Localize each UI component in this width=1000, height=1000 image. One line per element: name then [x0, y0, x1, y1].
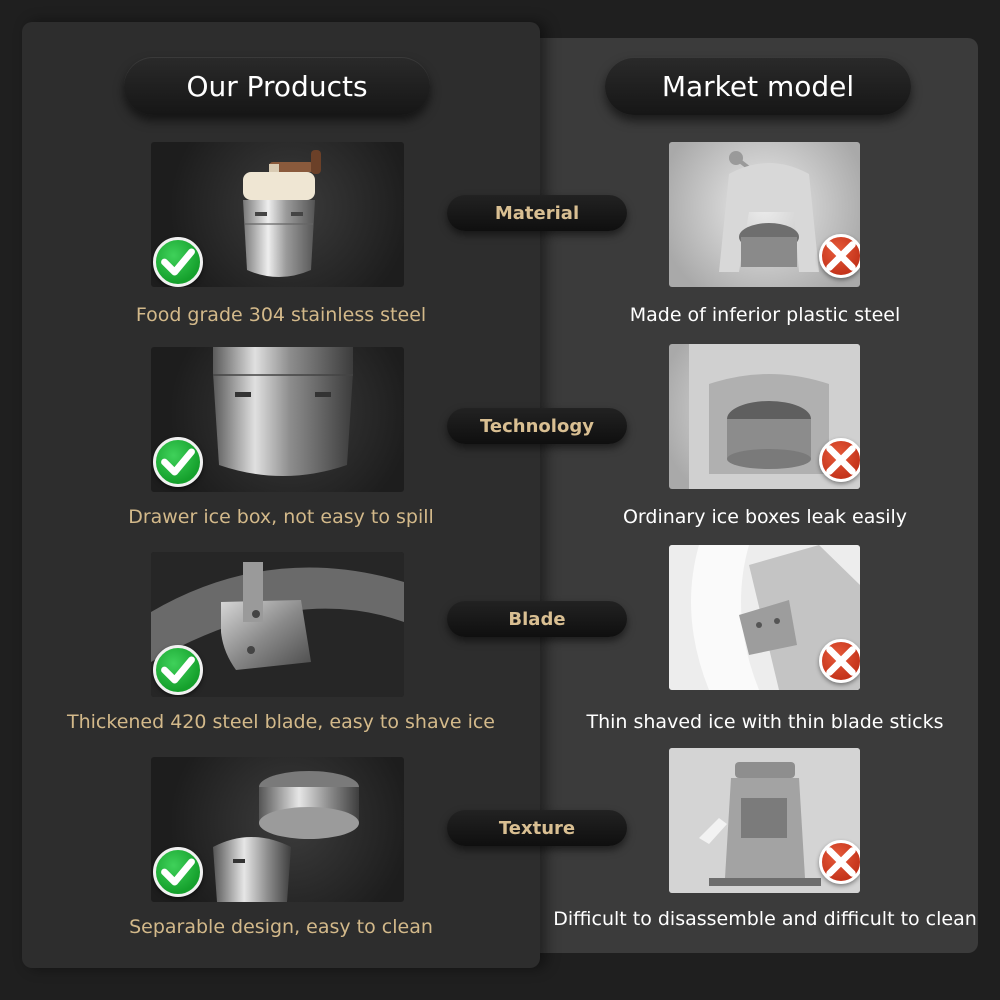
- market-caption-texture: Difficult to disassemble and difficult t…: [553, 908, 977, 930]
- feature-pill-blade: Blade: [447, 601, 627, 637]
- cross-icon: [819, 234, 860, 278]
- market-image-material: [669, 142, 860, 287]
- our-caption-material: Food grade 304 stainless steel: [135, 304, 427, 326]
- market-caption-technology: Ordinary ice boxes leak easily: [622, 506, 908, 528]
- our-product-image-texture: [151, 757, 404, 902]
- market-model-header: Market model: [605, 57, 911, 115]
- check-icon: [153, 237, 203, 287]
- market-caption-material: Made of inferior plastic steel: [629, 304, 901, 326]
- cross-icon: [819, 840, 860, 884]
- check-icon: [153, 437, 203, 487]
- market-image-blade: [669, 545, 860, 690]
- feature-pill-material: Material: [447, 195, 627, 231]
- check-icon: [153, 645, 203, 695]
- our-products-header: Our Products: [124, 57, 430, 115]
- check-icon: [153, 847, 203, 897]
- our-product-image-blade: [151, 552, 404, 697]
- our-product-image-material: [151, 142, 404, 287]
- our-caption-technology: Drawer ice box, not easy to spill: [128, 506, 434, 528]
- cross-icon: [819, 438, 860, 482]
- feature-pill-technology: Technology: [447, 408, 627, 444]
- cross-icon: [819, 639, 860, 683]
- market-image-texture: [669, 748, 860, 893]
- our-product-image-technology: [151, 347, 404, 492]
- feature-pill-texture: Texture: [447, 810, 627, 846]
- market-caption-blade: Thin shaved ice with thin blade sticks: [586, 711, 944, 733]
- our-caption-texture: Separable design, easy to clean: [129, 916, 433, 938]
- market-image-technology: [669, 344, 860, 489]
- our-caption-blade: Thickened 420 steel blade, easy to shave…: [67, 711, 495, 733]
